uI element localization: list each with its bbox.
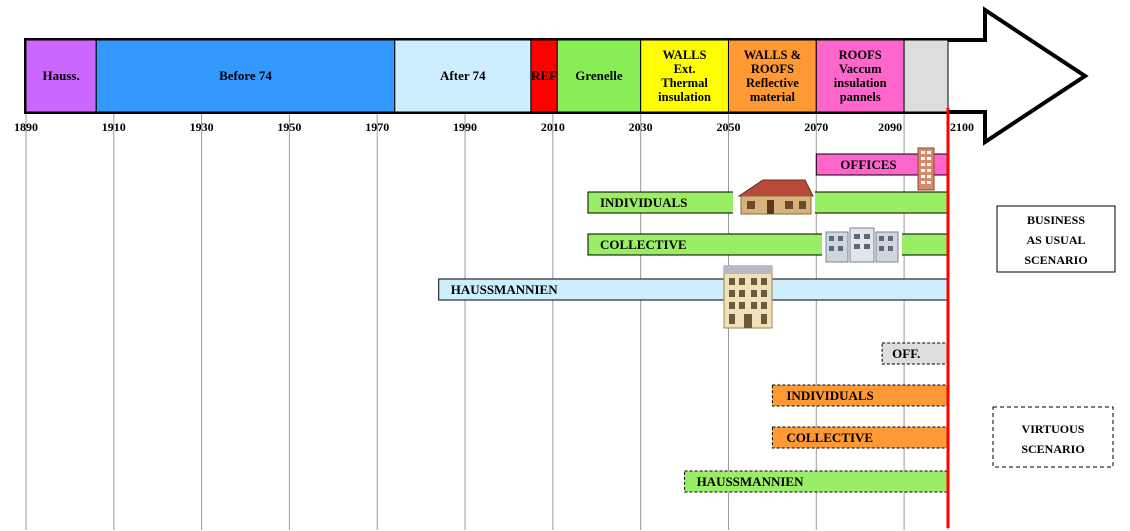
tick-label: 2100 [950, 120, 974, 134]
period-label: Reflective [746, 76, 799, 90]
scenario-bar-fill [684, 470, 949, 493]
scenario-bar: HAUSSMANNIEN [438, 278, 949, 301]
period-fill [95, 39, 396, 113]
period-fill [640, 39, 729, 113]
scenario-bar: HAUSSMANNIEN [684, 470, 949, 493]
business-as-usual-box: BUSINESS AS USUAL SCENARIO [996, 205, 1116, 273]
grid-lines [25, 112, 949, 530]
virtuous-scenario-box: VIRTUOUS SCENARIO [992, 406, 1114, 468]
scenario-bar-label: OFF. [892, 346, 920, 361]
scenario-bar-label: INDIVIDUALS [600, 195, 687, 210]
period-fill [727, 39, 817, 113]
period-block: Hauss. [25, 39, 97, 113]
period-fill [815, 39, 905, 113]
period-block: Before 74 [95, 39, 396, 113]
period-label: After 74 [440, 68, 486, 83]
scenario-bar: OFFICES [815, 153, 949, 176]
period-label: material [750, 90, 796, 104]
period-label: Thermal [661, 76, 708, 90]
business-as-usual-line-1: BUSINESS [1027, 213, 1085, 227]
virtuous-line-2: SCENARIO [1021, 442, 1084, 456]
apartment-building-icon [822, 226, 902, 263]
period-block: Grenelle [556, 39, 642, 113]
tick-label: 1930 [190, 120, 214, 134]
period-label: REF [531, 68, 557, 83]
period-label: Before 74 [219, 68, 272, 83]
business-as-usual-line-3: SCENARIO [1024, 253, 1087, 267]
scenario-bar-label: OFFICES [840, 157, 896, 172]
tick-label: 2070 [804, 120, 828, 134]
scenario-bar-label: HAUSSMANNIEN [697, 474, 805, 489]
period-label: WALLS [663, 48, 707, 62]
house-icon [733, 176, 815, 218]
period-fill [530, 39, 558, 113]
tick-label: 1990 [453, 120, 477, 134]
scenario-bar-label: INDIVIDUALS [786, 388, 873, 403]
period-label: Ext. [674, 62, 696, 76]
virtuous-line-1: VIRTUOUS [1022, 422, 1085, 436]
period-label: WALLS & [744, 48, 801, 62]
period-label: Grenelle [575, 68, 623, 83]
tick-label: 1950 [277, 120, 301, 134]
axis-tick-labels: 1890 1910 1930 1950 1970 1990 2010 2030 2050 2070… [14, 120, 974, 134]
tick-label: 2050 [716, 120, 740, 134]
period-block: After 74 [394, 39, 532, 113]
tick-label: 1970 [365, 120, 389, 134]
virtuous-scenario-bars: OFF. INDIVIDUALS COLLECTIVE HAUSSMANNIEN [684, 342, 949, 493]
tick-label: 2010 [541, 120, 565, 134]
period-label: ROOFS [839, 48, 882, 62]
period-fill [556, 39, 642, 113]
haussmann-building-icon [723, 265, 773, 329]
period-label: insulation [658, 90, 711, 104]
scenario-bar-label: HAUSSMANNIEN [451, 282, 559, 297]
scenario-bar: INDIVIDUALS [771, 384, 949, 407]
business-as-usual-line-2: AS USUAL [1026, 233, 1085, 247]
office-tower-icon [917, 147, 935, 191]
period-fill [394, 39, 532, 113]
period-label: Vaccum [839, 62, 882, 76]
tick-label: 2030 [629, 120, 653, 134]
period-blocks: Hauss. Before 74 After 74 REF Grenelle WALLSE… [25, 39, 949, 113]
scenario-bar: COLLECTIVE [771, 426, 949, 449]
scenario-bar-label: COLLECTIVE [600, 237, 687, 252]
scenario-bar: OFF. [881, 342, 949, 365]
tick-label: 1890 [14, 120, 38, 134]
period-block: REF [530, 39, 558, 113]
period-block [903, 39, 949, 113]
tick-label: 1910 [102, 120, 126, 134]
building-icons [723, 147, 935, 329]
scenario-bar-label: COLLECTIVE [786, 430, 873, 445]
period-label: Hauss. [43, 68, 80, 83]
tick-label: 2090 [878, 120, 902, 134]
period-fill [903, 39, 949, 113]
period-label: pannels [840, 90, 881, 104]
period-label: ROOFS [751, 62, 794, 76]
period-label: insulation [834, 76, 887, 90]
